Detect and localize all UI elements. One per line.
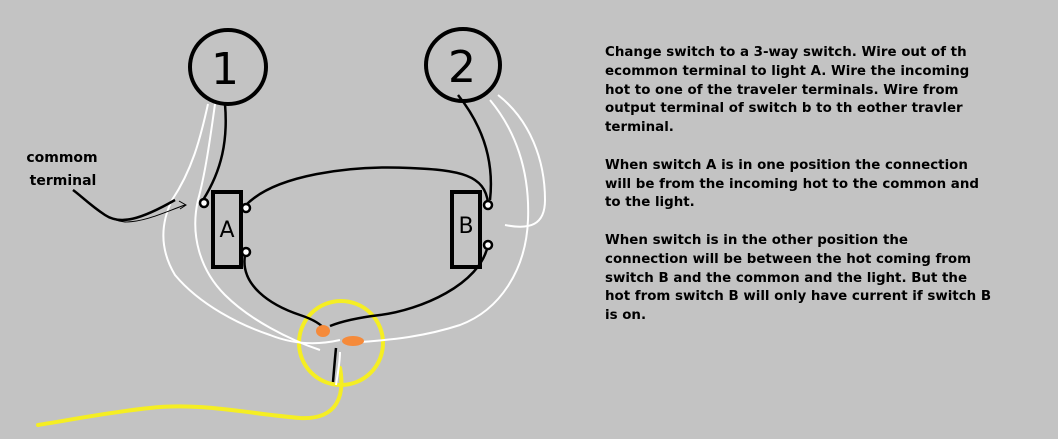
notes-line: Change switch to a 3-way switch. Wire ou… (605, 45, 967, 60)
light-2: 2 (424, 27, 502, 103)
notes-line: to the light. (605, 195, 695, 211)
common-terminal-annotation: commom terminal (26, 150, 187, 223)
annotation-line-1: commom (26, 150, 97, 166)
notes-line: hot from switch B will only have current… (605, 289, 992, 305)
switch-a-traveler-terminal-2 (240, 246, 252, 258)
light-2-label: 2 (448, 42, 476, 93)
annotation-arrow (72, 189, 186, 223)
wiring-diagram: 1 2 A B commom terminal (26, 27, 547, 427)
notes-line: is on. (605, 308, 647, 324)
switch-a: A (198, 190, 252, 269)
notes-line: hot to one of the traveler terminals. Wi… (605, 82, 959, 98)
notes-paragraph-1: Change switch to a 3-way switch. Wire ou… (605, 44, 985, 138)
light-1-label: 1 (211, 44, 239, 95)
notes-line: ecommon terminal to light A. Wire the in… (605, 63, 970, 79)
notes-line: When switch is in the other position the (605, 232, 908, 248)
notes-line: will be from the incoming hot to the com… (605, 176, 979, 192)
switch-b-terminal-2 (482, 239, 494, 251)
junction-highlight (36, 299, 385, 427)
switch-b: B (450, 190, 494, 269)
light-1: 1 (188, 28, 268, 106)
notes-line: When switch A is in one position the con… (605, 157, 968, 173)
switch-a-common-terminal (198, 197, 210, 209)
notes-line: output terminal of switch b to th eother… (605, 101, 963, 117)
notes-line: switch B and the common and the light. B… (605, 270, 968, 286)
notes-paragraph-2: When switch A is in one position the con… (605, 157, 985, 213)
switch-b-terminal-1 (482, 199, 494, 211)
white-wires (162, 94, 547, 386)
wiring-notes: Change switch to a 3-way switch. Wire ou… (605, 44, 992, 345)
annotation-line-2: terminal (30, 173, 97, 189)
notes-paragraph-3: When switch is in the other position the… (605, 232, 992, 326)
wire-nuts (316, 325, 364, 346)
switch-b-label: B (458, 214, 473, 239)
wire-nut-1 (316, 325, 330, 337)
notes-line: terminal. (605, 120, 674, 136)
switch-a-label: A (219, 218, 234, 243)
notes-line: connection will be between the hot comin… (605, 251, 972, 267)
wire-nut-2 (342, 336, 364, 346)
switch-a-traveler-terminal-1 (240, 202, 252, 214)
